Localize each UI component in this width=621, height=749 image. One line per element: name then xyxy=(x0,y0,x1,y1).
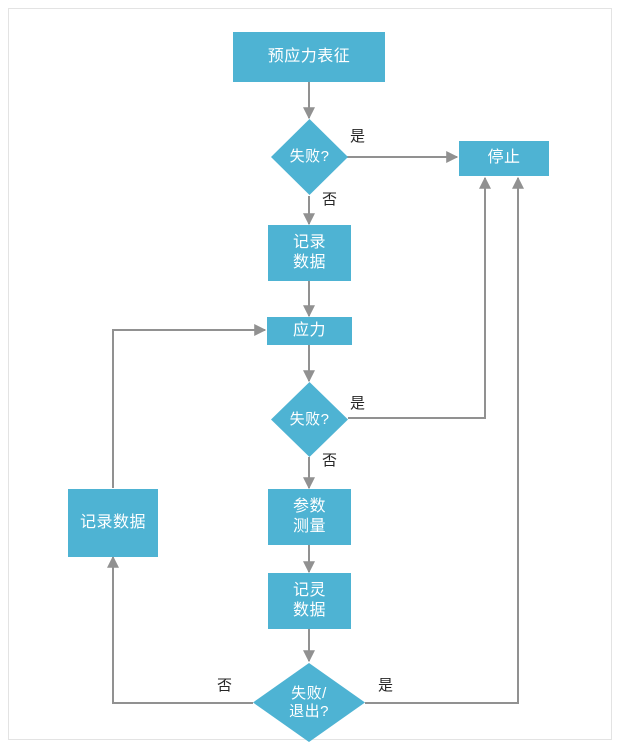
node-fail1-label: 失败? xyxy=(289,148,330,165)
edge-record3-to-stress xyxy=(112,324,267,488)
node-measure[interactable]: 参数 测量 xyxy=(268,489,351,545)
node-record3[interactable]: 记录数据 xyxy=(68,489,158,557)
node-failexit-label: 失败/ 退出? xyxy=(289,684,329,720)
node-record3-label: 记录数据 xyxy=(79,513,146,531)
node-record1[interactable]: 记录 数据 xyxy=(268,225,351,281)
edge-label-fail2-no: 否 xyxy=(322,452,338,469)
node-record2-label: 记灵 数据 xyxy=(292,581,326,619)
edge-label-failexit-yes: 是 xyxy=(378,677,394,694)
node-fail2[interactable]: 失败? xyxy=(271,382,348,457)
node-record2[interactable]: 记灵 数据 xyxy=(268,573,351,629)
node-prestress[interactable]: 预应力表征 xyxy=(233,32,385,82)
edge-label-fail2-yes: 是 xyxy=(350,395,366,412)
node-stop[interactable]: 停止 xyxy=(459,141,549,176)
node-stress[interactable]: 应力 xyxy=(267,317,352,345)
edge-failexit-yes-to-stop xyxy=(365,176,524,704)
node-record1-label: 记录 数据 xyxy=(292,233,326,271)
node-fail1[interactable]: 失败? xyxy=(271,119,348,195)
node-prestress-label: 预应力表征 xyxy=(267,47,351,65)
edge-fail2-yes-to-stop xyxy=(348,176,491,419)
node-fail2-label: 失败? xyxy=(289,410,330,428)
node-stop-label: 停止 xyxy=(487,149,521,167)
node-stress-label: 应力 xyxy=(292,321,326,339)
node-measure-label: 参数 测量 xyxy=(292,497,326,535)
edge-failexit-no-to-record3 xyxy=(107,555,253,704)
edge-label-fail1-yes: 是 xyxy=(350,128,366,145)
node-failexit[interactable]: 失败/ 退出? xyxy=(253,663,365,742)
edge-label-fail1-no: 否 xyxy=(322,191,338,208)
edge-label-failexit-no: 否 xyxy=(217,677,233,694)
